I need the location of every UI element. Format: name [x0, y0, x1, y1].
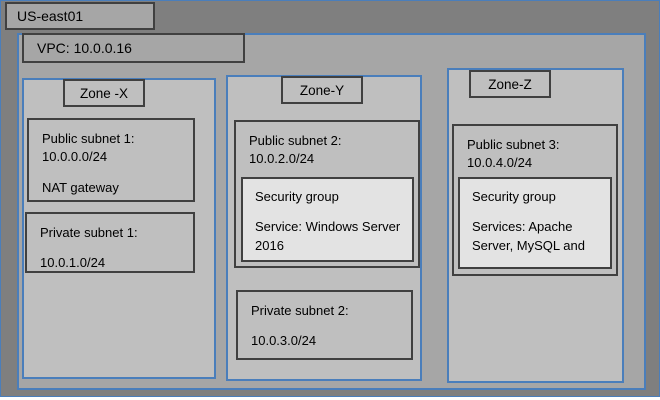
subnet-name-private-2: Private subnet 2:: [251, 303, 349, 318]
security-group-detail-z: Services: Apache Server, MySQL and: [472, 219, 585, 253]
subnet-box-private-2: Private subnet 2: 10.0.3.0/24: [236, 290, 413, 360]
zone-label-box-x: Zone -X: [63, 79, 145, 107]
subnet-cidr-private-1: 10.0.1.0/24: [40, 255, 106, 271]
spacer: [40, 242, 193, 254]
subnet-box-public-1: Public subnet 1: 10.0.0.0/24 NAT gateway: [27, 118, 195, 202]
security-group-box-z: Security group Services: Apache Server, …: [458, 177, 612, 269]
subnet-cidr-public-3: 10.0.4.0/24: [467, 155, 533, 171]
spacer: [472, 206, 610, 218]
subnet-service-public-1: NAT gateway: [42, 179, 119, 195]
zone-label-y: Zone-Y: [299, 82, 345, 98]
zone-label-x: Zone -X: [79, 85, 129, 101]
vpc-title-box: VPC: 10.0.0.16: [22, 33, 245, 63]
zone-label-box-y: Zone-Y: [281, 76, 363, 104]
region-title-label: US-east01: [17, 8, 84, 24]
subnet-box-private-1: Private subnet 1: 10.0.1.0/24: [25, 212, 195, 273]
zone-label-z: Zone-Z: [488, 76, 532, 92]
subnet-cidr-public-2: 10.0.2.0/24: [249, 151, 315, 167]
subnet-name-private-1: Private subnet 1:: [40, 225, 138, 240]
region-title-box: US-east01: [5, 2, 155, 30]
security-group-title-y: Security group: [255, 189, 339, 204]
spacer: [255, 206, 412, 218]
security-group-title-z: Security group: [472, 189, 556, 204]
subnet-name-public-1: Public subnet 1:: [42, 131, 135, 146]
spacer: [42, 167, 193, 179]
subnet-cidr-private-2: 10.0.3.0/24: [251, 333, 317, 349]
subnet-name-public-3: Public subnet 3:: [467, 137, 560, 152]
subnet-name-public-2: Public subnet 2:: [249, 133, 342, 148]
spacer: [251, 320, 411, 332]
zone-label-box-z: Zone-Z: [469, 70, 551, 98]
vpc-title-label: VPC: 10.0.0.16: [37, 40, 132, 56]
security-group-detail-y: Service: Windows Server 2016: [255, 219, 401, 253]
security-group-box-y: Security group Service: Windows Server 2…: [241, 177, 414, 262]
subnet-cidr-public-1: 10.0.0.0/24: [42, 149, 108, 165]
